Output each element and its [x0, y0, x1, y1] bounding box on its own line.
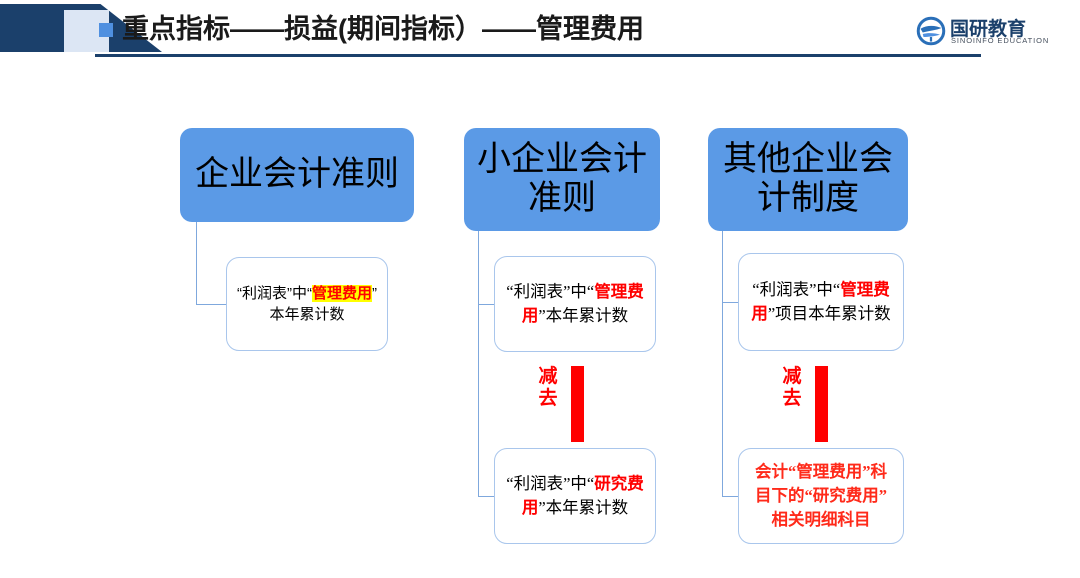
column-2-node-1: “利润表”中“管理费用”本年累计数	[494, 256, 656, 352]
seg-plain-2: ”本年累计数	[538, 306, 629, 325]
column-2-operator-label: 减去	[538, 366, 558, 410]
column-2-node-2: “利润表”中“研究费用”本年累计数	[494, 448, 656, 544]
seg-plain-2: ”项目本年累计数	[767, 304, 891, 323]
column-2-operator-bar	[571, 366, 584, 442]
column-2-node-1-text: “利润表”中“管理费用”本年累计数	[503, 280, 647, 328]
connector-col1-horizontal	[196, 304, 228, 306]
column-3-node-2: 会计“管理费用”科目下的“研究费用”相关明细科目	[738, 448, 904, 544]
column-2-heading-box: 小企业会计准则	[464, 128, 660, 231]
seg-plain-2: ”本年累计数	[269, 284, 377, 323]
connector-col3-branch-2	[722, 496, 740, 498]
column-3-node-2-text: 会计“管理费用”科目下的“研究费用”相关明细科目	[755, 462, 887, 529]
seg-plain-2: ”本年累计数	[538, 498, 629, 517]
column-1-node-1-text: “利润表”中“管理费用”本年累计数	[235, 283, 379, 326]
connector-col1-vertical	[196, 222, 198, 305]
seg-plain: “利润表”中“	[236, 284, 312, 302]
header-divider-rule	[95, 54, 981, 57]
connector-col2-branch-2	[478, 496, 496, 498]
column-1-heading-box: 企业会计准则	[180, 128, 414, 222]
column-3-node-1-text: “利润表”中“管理费用”项目本年累计数	[747, 278, 895, 326]
column-1-node-1: “利润表”中“管理费用”本年累计数	[226, 257, 388, 351]
column-1-heading-label: 企业会计准则	[195, 155, 399, 193]
column-2-node-2-text: “利润表”中“研究费用”本年累计数	[503, 472, 647, 520]
sinoinfo-logo-icon	[916, 16, 946, 46]
column-3-heading-label: 其他企业会计制度	[723, 141, 893, 217]
seg-highlight-red: 管理费用	[311, 284, 372, 302]
logo-english-name: SINOINFO EDUCATION	[951, 36, 1050, 45]
slide-header: 重点指标——损益(期间指标）——管理费用 国研教育 SINOINFO EDUCA…	[0, 0, 1080, 68]
connector-col2-branch-1	[478, 304, 496, 306]
connector-col3-vertical	[722, 231, 724, 497]
header-blue-bullet-square	[99, 23, 113, 37]
column-2-operator: 减去	[533, 366, 603, 442]
page-title: 重点指标——损益(期间指标）——管理费用	[122, 14, 644, 44]
column-3-heading-box: 其他企业会计制度	[708, 128, 908, 231]
seg-plain: “利润表”中“	[506, 282, 595, 302]
seg-plain: “利润表”中“	[506, 474, 595, 494]
column-3-operator-label: 减去	[782, 366, 802, 410]
logo-chinese-name: 国研教育	[950, 19, 1027, 40]
seg-red: 研究费用	[521, 474, 644, 517]
column-3-operator-bar	[815, 366, 828, 442]
column-2-heading-label: 小企业会计准则	[477, 141, 647, 217]
seg-red: 管理费用	[751, 280, 890, 323]
column-3-node-1: “利润表”中“管理费用”项目本年累计数	[738, 253, 904, 351]
connector-col3-branch-1	[722, 302, 740, 304]
connector-col2-vertical	[478, 231, 480, 497]
brand-logo: 国研教育 SINOINFO EDUCATION	[916, 14, 1066, 52]
seg-plain: “利润表”中“	[752, 280, 841, 300]
seg-red: 管理费用	[521, 282, 644, 325]
column-3-operator: 减去	[777, 366, 847, 442]
